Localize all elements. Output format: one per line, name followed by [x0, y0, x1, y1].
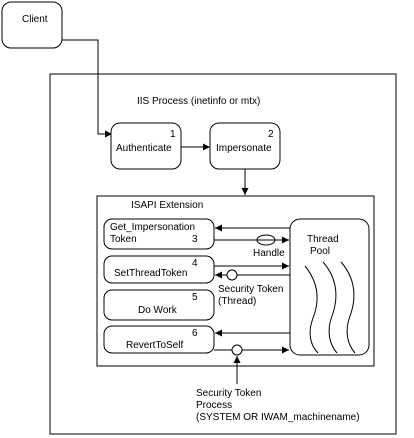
set-thread-token-box [103, 255, 215, 284]
revert-to-self-box [103, 325, 215, 354]
thread-pool-label-line1: Thread [307, 234, 339, 245]
security-token-thread-line2: (Thread) [218, 296, 257, 307]
do-work-box [103, 289, 215, 321]
security-token-process-line2: Process [196, 400, 233, 411]
security-token-process-icon [231, 344, 243, 356]
get-token-box [103, 218, 215, 250]
authenticate-step-number: 1 [170, 129, 176, 140]
do-work-step-number: 5 [192, 292, 198, 303]
impersonate-label: Impersonate [216, 143, 272, 154]
security-token-process-line3: (SYSTEM OR IWAM_machinename) [196, 412, 360, 423]
security-token-thread-line1: Security Token [218, 284, 284, 295]
thread-line-3 [340, 261, 356, 354]
revert-label: RevertToSelf [126, 340, 184, 351]
thread-pool-box [289, 218, 370, 356]
revert-step-number: 6 [192, 328, 198, 339]
client-label: Client [22, 14, 48, 25]
security-token-thread-icon [226, 269, 238, 281]
iis-process-title: IIS Process (inetinfo or mtx) [137, 96, 261, 107]
security-token-process-line1: Security Token [196, 388, 262, 399]
impersonate-step-number: 2 [268, 129, 274, 140]
set-thread-step-number: 4 [192, 258, 198, 269]
thread-line-1 [304, 265, 319, 354]
handle-label: Handle [253, 248, 285, 259]
authenticate-label: Authenticate [116, 143, 172, 154]
client-box [1, 1, 63, 49]
do-work-label: Do Work [138, 305, 177, 316]
get-token-step-number: 3 [192, 234, 198, 245]
isapi-extension-title: ISAPI Extension [131, 200, 204, 211]
thread-line-2 [322, 261, 338, 354]
thread-pool-label-line2: Pool [310, 246, 331, 257]
get-token-label-line1: Get_Impersonation [110, 222, 196, 233]
client-to-authenticate-arrow [62, 39, 112, 138]
set-thread-label: SetThreadToken [114, 268, 188, 279]
authenticate-box [110, 122, 182, 170]
get-token-label-line2: Token [110, 234, 137, 245]
